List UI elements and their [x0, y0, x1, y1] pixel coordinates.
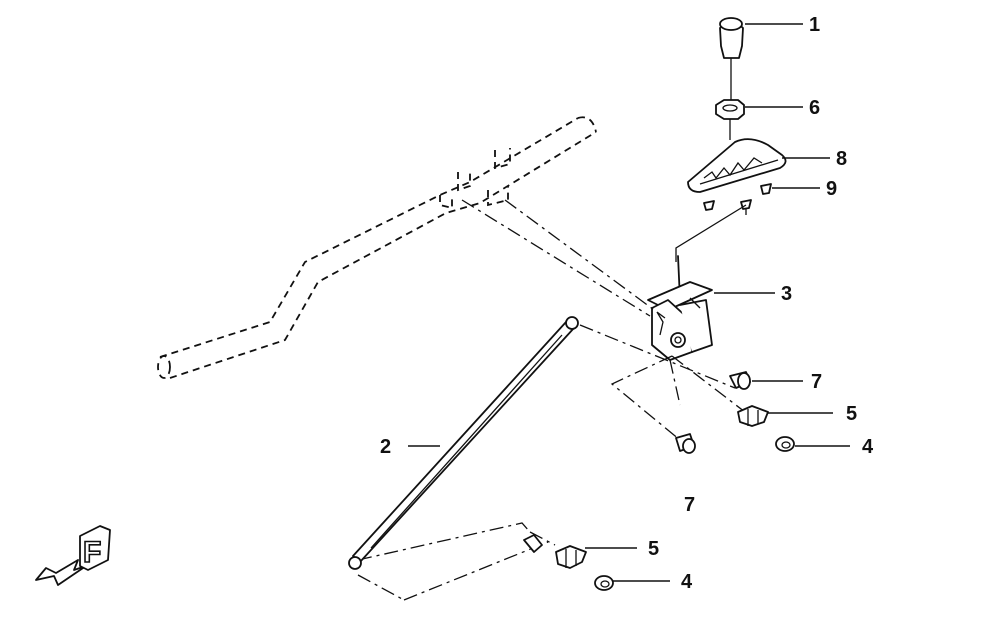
leader-lines: [408, 23, 850, 582]
callout-7: 7: [684, 494, 695, 516]
shift-gate-plate: [687, 138, 787, 193]
callout-3: 3: [781, 283, 792, 305]
shift-rod: [348, 316, 579, 570]
front-label: F: [83, 536, 101, 569]
bolt-lower: [675, 433, 696, 454]
bolt-upper: [729, 371, 751, 390]
callout-8: 8: [836, 148, 847, 170]
nut: [715, 99, 745, 140]
front-direction-indicator: F: [35, 525, 111, 586]
callout-9: 9: [826, 178, 837, 200]
callout-4: 4: [681, 571, 693, 593]
washer-lower: [594, 575, 614, 591]
callout-4: 4: [862, 436, 874, 458]
callout-5: 5: [648, 538, 659, 560]
callout-1: 1: [809, 14, 820, 36]
shift-knob: [719, 17, 744, 100]
callout-2: 2: [380, 436, 391, 458]
clip-lower: [523, 534, 587, 569]
clip-upper: [737, 405, 769, 427]
callout-numbers: 1 6 8 9 3 7 5 4 2 7 5 4: [380, 14, 874, 593]
shift-lever-assembly: [647, 255, 713, 361]
callout-5: 5: [846, 403, 857, 425]
callout-6: 6: [809, 97, 820, 119]
callout-7: 7: [811, 371, 822, 393]
construction-lines: [357, 199, 746, 601]
frame-tube-phantom: [157, 116, 597, 379]
washer-upper: [775, 436, 795, 452]
